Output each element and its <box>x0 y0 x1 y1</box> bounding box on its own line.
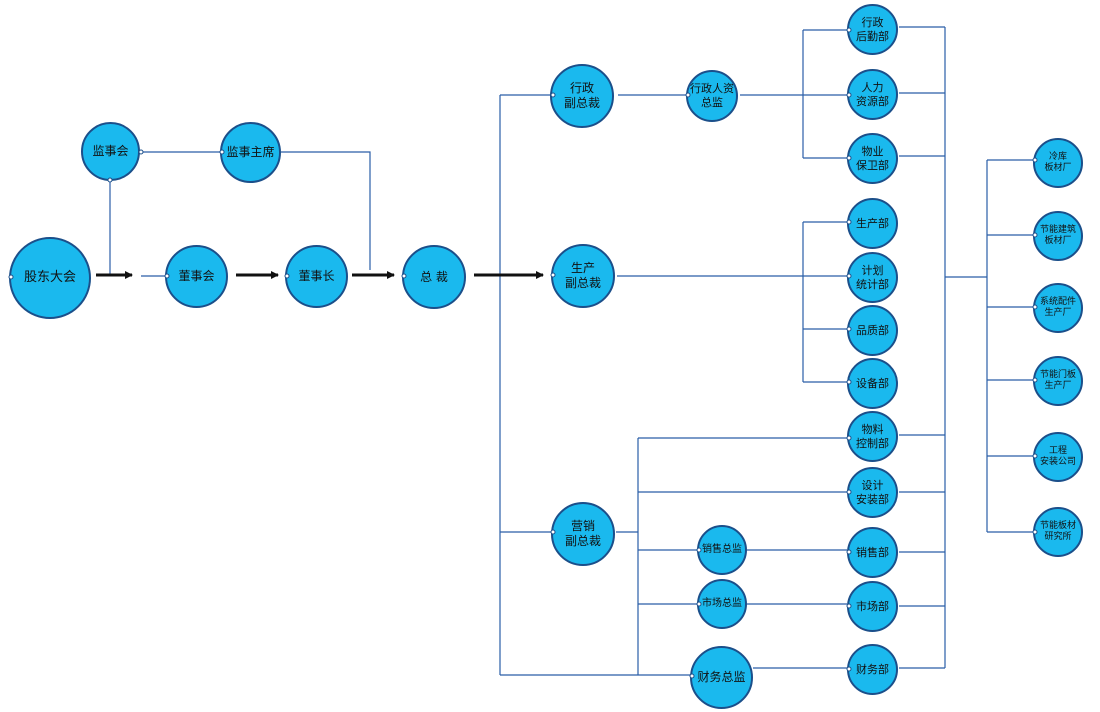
connector-dot <box>846 379 852 385</box>
node-label: 物料 控制部 <box>856 422 889 450</box>
node-dept-design[interactable]: 设计 安装部 <box>847 467 898 518</box>
node-vp-production[interactable]: 生产 副总裁 <box>551 244 615 308</box>
connector-dot <box>401 273 407 279</box>
node-label: 行政 副总裁 <box>563 81 600 110</box>
node-hr-director[interactable]: 行政人资 总监 <box>686 70 738 122</box>
node-dept-production[interactable]: 生产部 <box>847 198 898 249</box>
node-label: 品质部 <box>856 323 889 337</box>
node-label: 行政人资 总监 <box>690 82 734 109</box>
node-label: 监事会 <box>92 144 129 158</box>
node-label: 节能建筑 板材厂 <box>1039 224 1076 246</box>
connector-dot <box>107 177 113 183</box>
connector-dot <box>284 273 290 279</box>
node-label: 物业 保卫部 <box>856 144 889 172</box>
node-research-institute[interactable]: 节能板材 研究所 <box>1033 507 1083 557</box>
node-label: 设计 安装部 <box>856 478 889 506</box>
connector-dot <box>550 529 556 535</box>
connector-dot <box>1032 377 1038 383</box>
connector-dot <box>1032 157 1038 163</box>
connector-dot <box>846 273 852 279</box>
node-board-of-directors[interactable]: 董事会 <box>165 245 228 308</box>
node-engineering-install[interactable]: 工程 安装公司 <box>1033 432 1083 482</box>
node-dept-finance[interactable]: 财务部 <box>847 644 898 695</box>
node-plant-cold-storage[interactable]: 冷库 板材厂 <box>1033 138 1083 188</box>
node-label: 营销 副总裁 <box>564 519 601 548</box>
node-label: 系统配件 生产厂 <box>1039 296 1076 318</box>
node-label: 销售总监 <box>702 543 742 555</box>
connector-dot <box>846 326 852 332</box>
node-dept-admin-logistics[interactable]: 行政 后勤部 <box>847 4 898 55</box>
connector-dot <box>846 27 852 33</box>
node-chairman[interactable]: 董事长 <box>285 245 348 308</box>
connector-dot <box>846 92 852 98</box>
connector-dot <box>1032 232 1038 238</box>
node-label: 生产 副总裁 <box>564 261 601 290</box>
node-supervisory-chair[interactable]: 监事主席 <box>220 122 281 183</box>
node-label: 行政 后勤部 <box>856 15 889 43</box>
node-label: 财务部 <box>856 662 889 676</box>
node-plant-door-panel[interactable]: 节能门板 生产厂 <box>1033 356 1083 406</box>
connector-dot <box>689 673 695 679</box>
connector-dot <box>219 149 225 155</box>
connector-dot <box>164 273 170 279</box>
node-label: 计划 统计部 <box>856 263 889 291</box>
node-finance-director[interactable]: 财务总监 <box>690 646 753 709</box>
connector-dot <box>685 92 691 98</box>
node-dept-quality[interactable]: 品质部 <box>847 305 898 356</box>
node-label: 市场总监 <box>702 597 742 609</box>
connector-dot <box>846 549 852 555</box>
line-chair-down <box>281 151 371 270</box>
node-label: 工程 安装公司 <box>1039 445 1076 467</box>
node-label: 股东大会 <box>23 269 76 285</box>
node-label: 董事长 <box>298 269 335 283</box>
connector-dot <box>846 155 852 161</box>
node-dept-market[interactable]: 市场部 <box>847 581 898 632</box>
node-label: 监事主席 <box>226 145 275 159</box>
connector-dot <box>846 603 852 609</box>
node-vp-marketing[interactable]: 营销 副总裁 <box>551 502 615 566</box>
node-dept-planning[interactable]: 计划 统计部 <box>847 252 898 303</box>
node-label: 销售部 <box>856 545 889 559</box>
node-label: 人力 资源部 <box>856 80 889 108</box>
node-dept-hr[interactable]: 人力 资源部 <box>847 69 898 120</box>
connector-dot <box>846 435 852 441</box>
node-label: 冷库 板材厂 <box>1044 151 1072 173</box>
node-label: 市场部 <box>856 599 889 613</box>
connector-dot <box>138 149 144 155</box>
node-dept-materials[interactable]: 物料 控制部 <box>847 411 898 462</box>
connector-dot <box>846 489 852 495</box>
node-label: 节能门板 生产厂 <box>1039 369 1076 391</box>
node-dept-equipment[interactable]: 设备部 <box>847 358 898 409</box>
connector-dot <box>550 272 556 278</box>
connector-dot <box>846 219 852 225</box>
node-sales-director[interactable]: 销售总监 <box>697 525 747 575</box>
node-market-director[interactable]: 市场总监 <box>697 579 747 629</box>
connector-dot <box>846 666 852 672</box>
connector-dot <box>1032 304 1038 310</box>
node-president[interactable]: 总 裁 <box>402 245 466 309</box>
node-dept-security[interactable]: 物业 保卫部 <box>847 133 898 184</box>
node-plant-system-parts[interactable]: 系统配件 生产厂 <box>1033 283 1083 333</box>
node-vp-admin[interactable]: 行政 副总裁 <box>550 64 614 128</box>
node-label: 设备部 <box>856 376 889 390</box>
connector-dot <box>550 92 556 98</box>
connector-dot <box>696 547 702 553</box>
node-dept-sales[interactable]: 销售部 <box>847 527 898 578</box>
node-label: 生产部 <box>856 216 889 230</box>
connector-dot <box>1032 453 1038 459</box>
node-shareholders-meeting[interactable]: 股东大会 <box>9 237 91 319</box>
node-label: 董事会 <box>178 269 215 283</box>
node-supervisory-board[interactable]: 监事会 <box>81 122 140 181</box>
connector-dot <box>8 274 14 280</box>
node-label: 总 裁 <box>420 269 448 284</box>
connector-dot <box>696 601 702 607</box>
node-label: 财务总监 <box>697 670 746 684</box>
node-label: 节能板材 研究所 <box>1039 520 1076 542</box>
connector-dot <box>1032 529 1038 535</box>
node-plant-building-panel[interactable]: 节能建筑 板材厂 <box>1033 211 1083 261</box>
